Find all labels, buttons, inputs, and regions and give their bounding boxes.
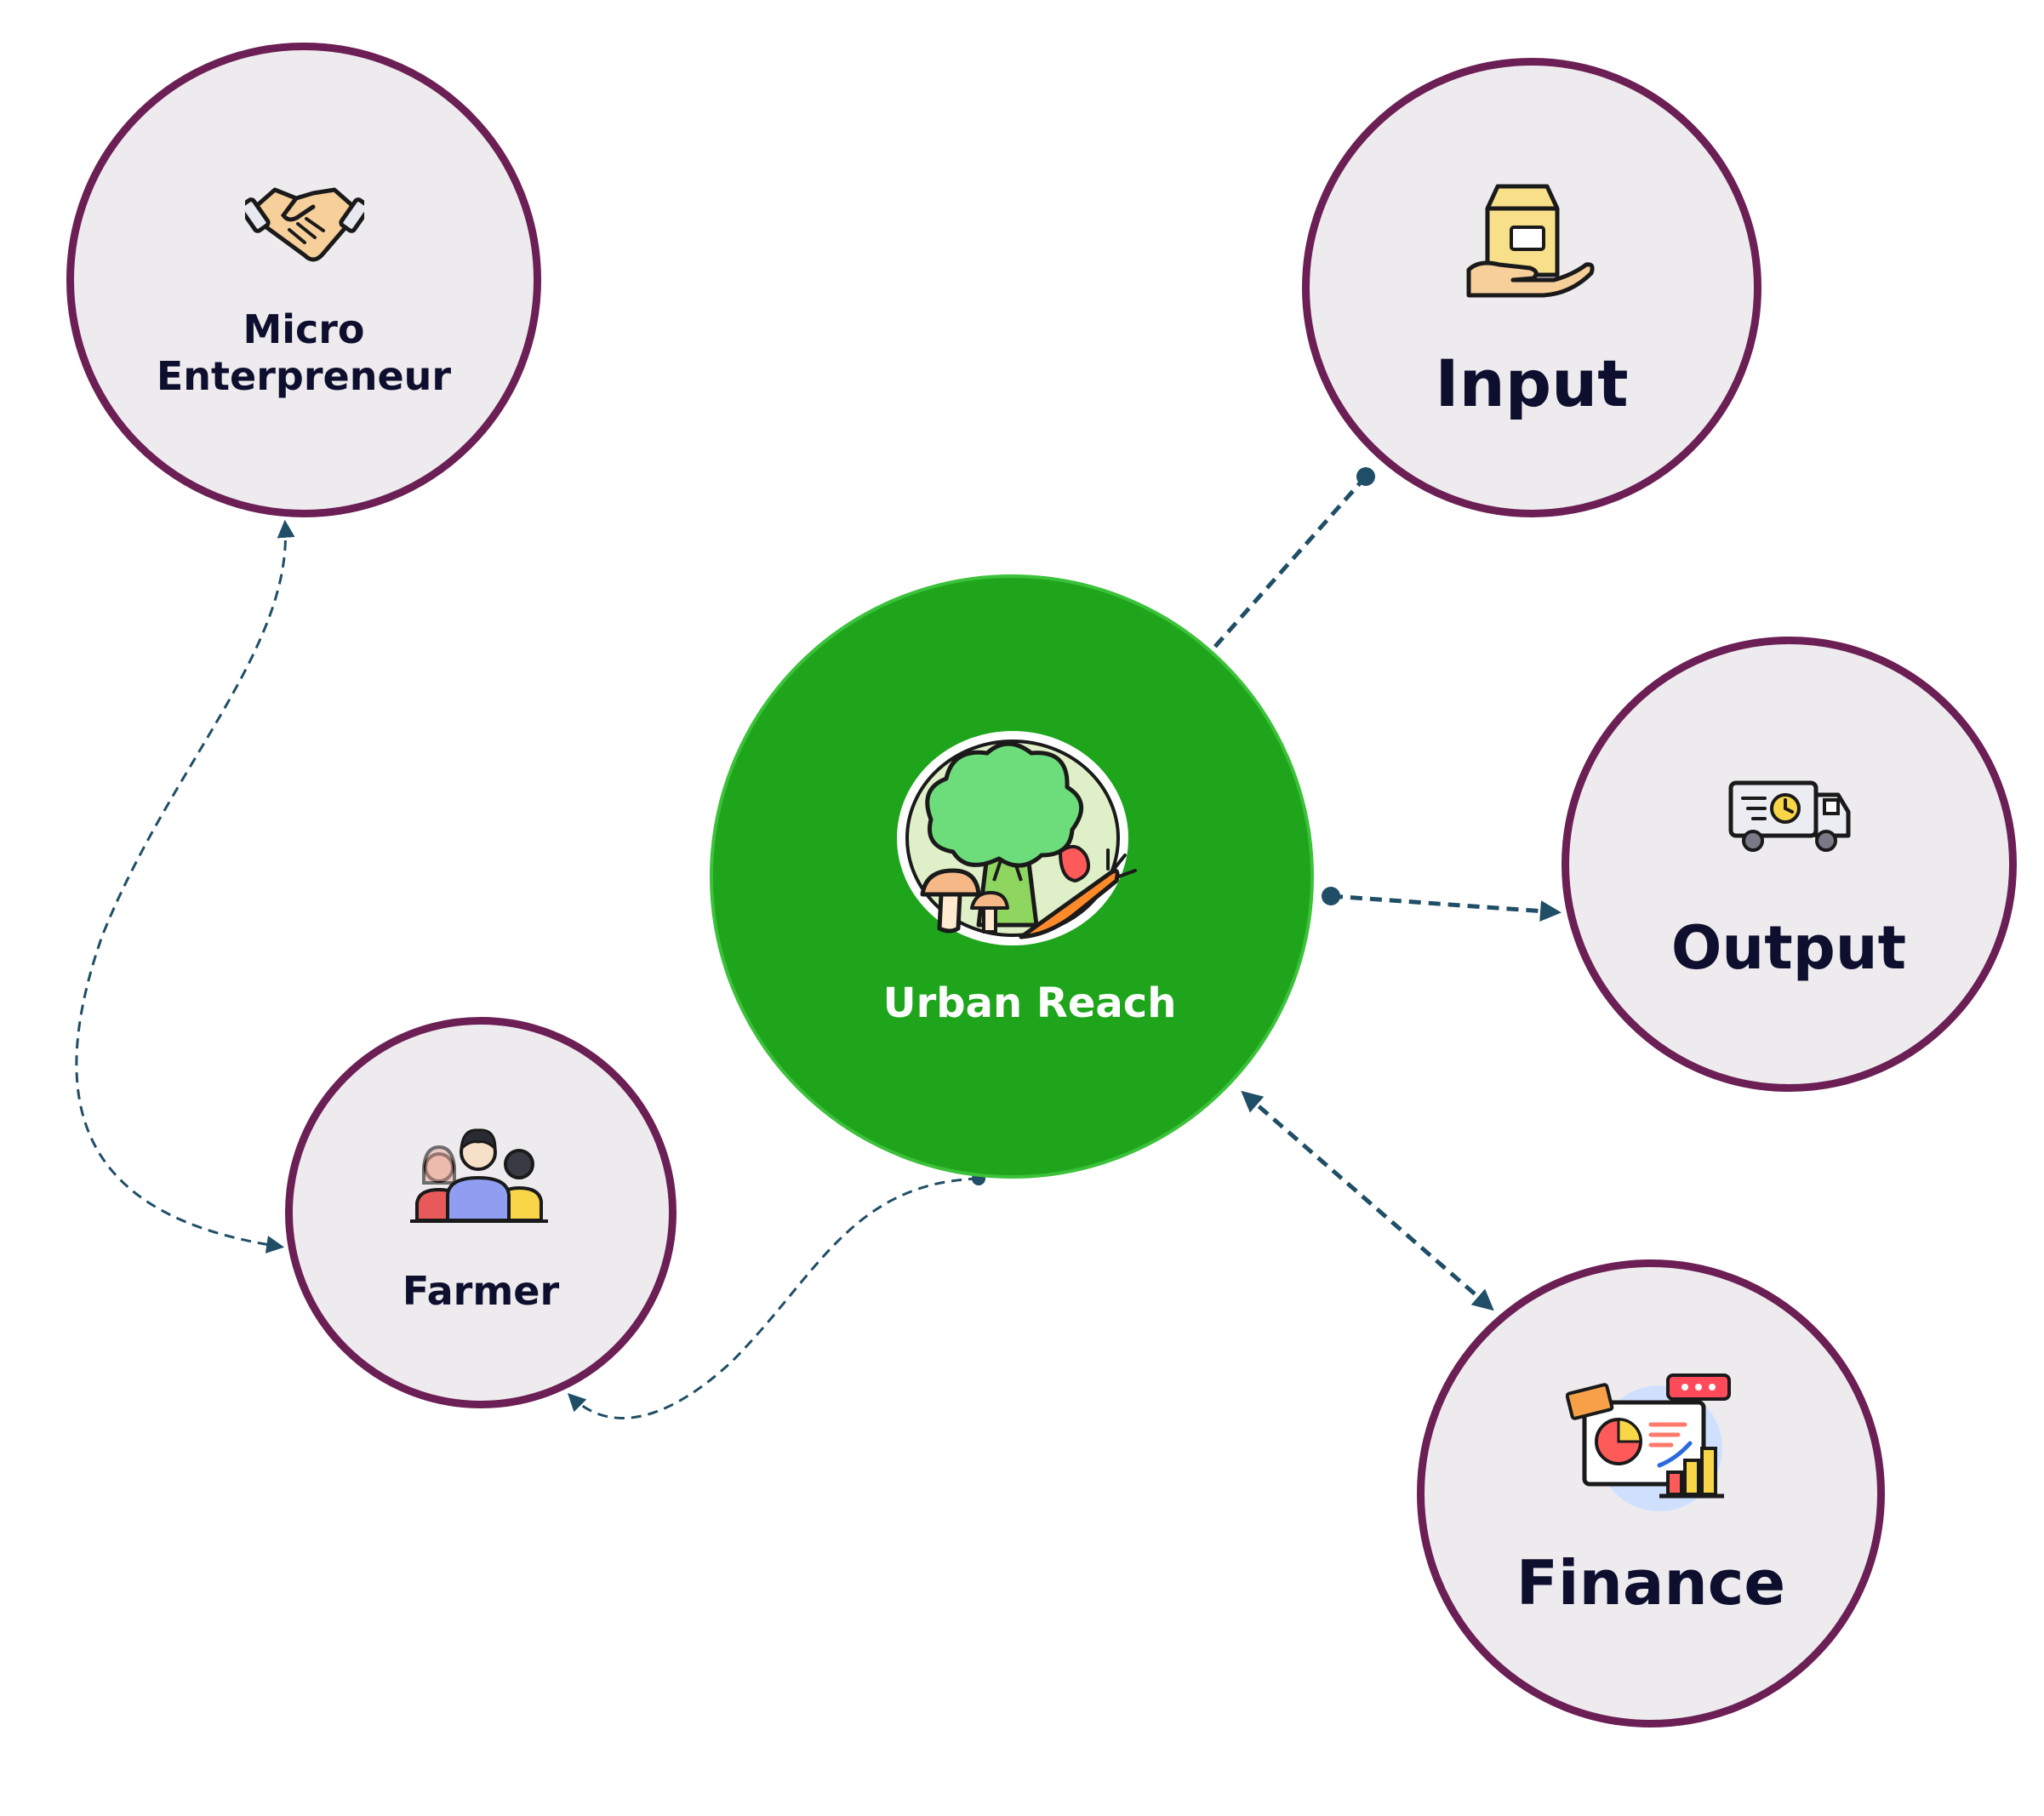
output-label: Output [1670, 913, 1907, 983]
delivery-truck-icon [1728, 780, 1851, 852]
micro-entrepreneur-label-line1: Micro [243, 306, 365, 352]
people-group-icon [410, 1128, 548, 1223]
farmer-label: Farmer [402, 1268, 560, 1314]
micro-entrepreneur-label: Micro Enterpreneur [134, 306, 474, 400]
connector-center-finance [1241, 1090, 1494, 1311]
seed-bag-hand-icon [1466, 184, 1595, 298]
center-label: Urban Reach [882, 979, 1177, 1027]
analytics-dashboard-icon [1566, 1373, 1731, 1511]
input-label: Input [1435, 345, 1629, 421]
micro-entrepreneur-label-line2: Enterpreneur [156, 353, 452, 400]
vegetables-icon [897, 731, 1137, 945]
node-micro-entrepreneur[interactable] [66, 43, 541, 517]
node-output[interactable] [1562, 637, 2017, 1092]
finance-label: Finance [1516, 1547, 1786, 1619]
connector-center-to-output [1322, 887, 1562, 922]
handshake-icon [245, 187, 364, 262]
connector-input-to-center [1196, 467, 1375, 667]
connector-micro-farmer [75, 519, 295, 1253]
